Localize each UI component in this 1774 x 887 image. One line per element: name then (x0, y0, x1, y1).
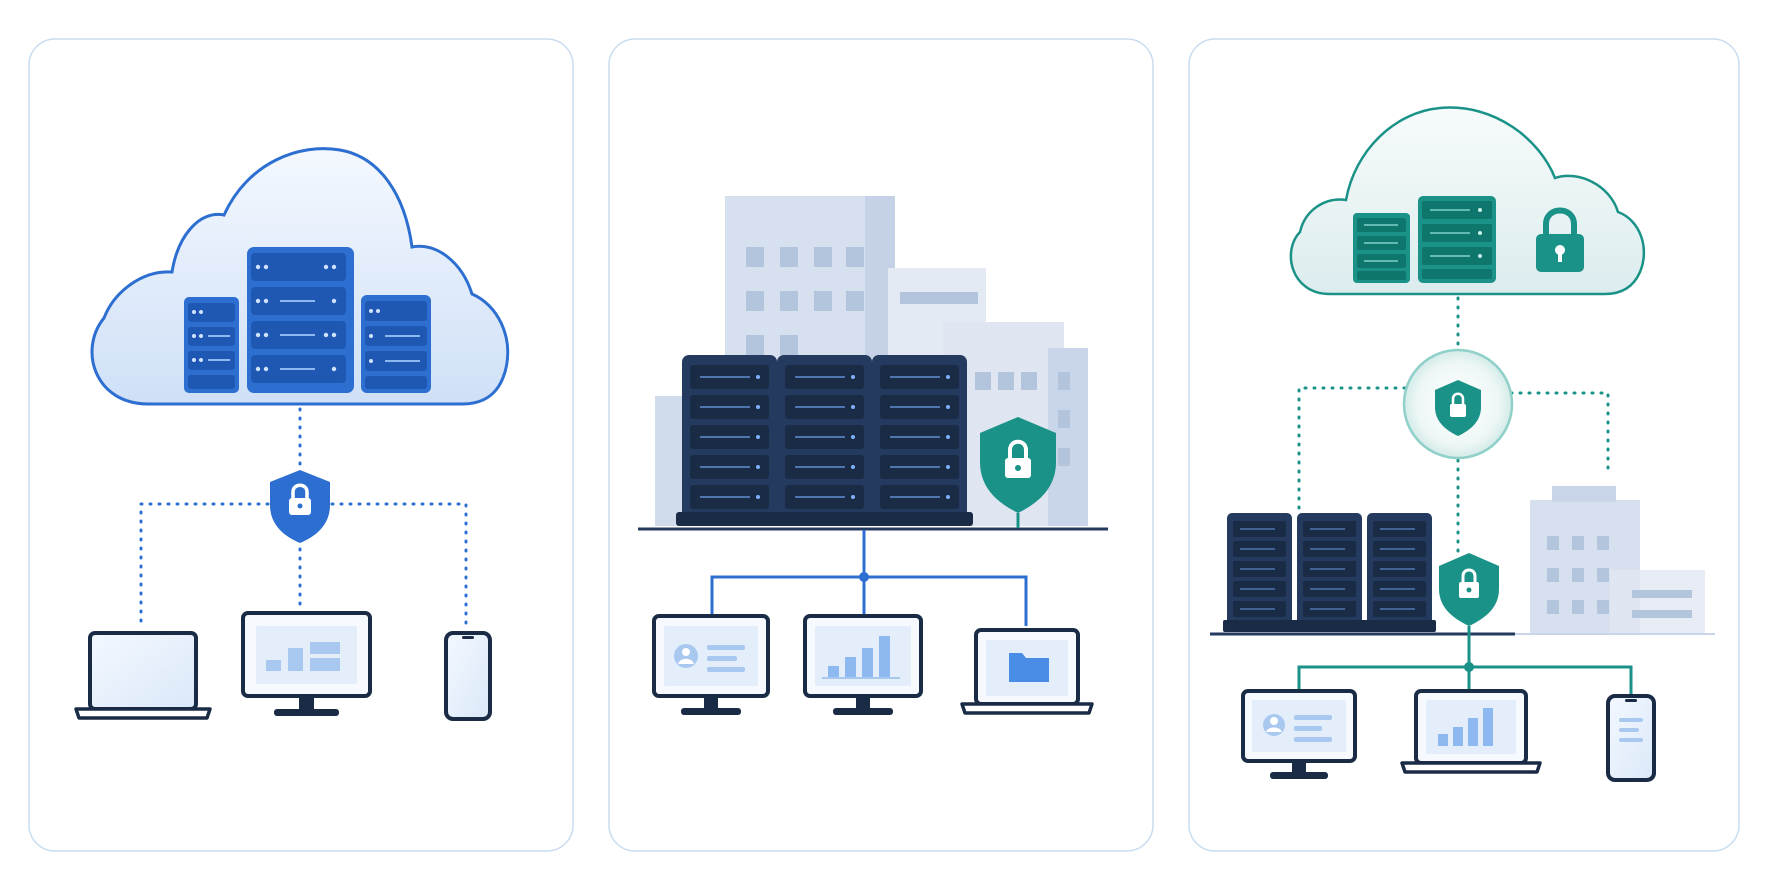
shield-lock-icon (1402, 348, 1514, 460)
server-rack-icon (771, 355, 878, 526)
server-rack-icon (1363, 513, 1436, 632)
server-rack-icon (676, 355, 783, 526)
connector-node (859, 572, 869, 582)
server-rack-icon (866, 355, 973, 526)
desktop-monitor-icon (803, 614, 923, 715)
folder-icon (1009, 653, 1049, 682)
server-rack-icon (1293, 513, 1366, 632)
desktop-monitor-icon (652, 614, 770, 715)
desktop-monitor-icon (1241, 689, 1357, 779)
server-rack-icon (1353, 213, 1410, 283)
server-rack-icon (1418, 196, 1496, 283)
cloud-panel-content (74, 147, 510, 721)
shield-lock-icon (980, 417, 1056, 528)
laptop-icon (960, 628, 1094, 715)
shield-lock-icon (1439, 553, 1499, 626)
server-rack-icon (247, 247, 354, 393)
connector-line (139, 502, 270, 626)
connector-line (1297, 386, 1407, 512)
connector-line (330, 502, 468, 626)
connector-line (1509, 391, 1610, 477)
connector-node (1464, 662, 1474, 672)
on-premises-panel-content (638, 196, 1108, 715)
shield-lock-icon (270, 470, 330, 543)
server-rack-icon (184, 297, 239, 393)
laptop-icon (74, 631, 212, 720)
smartphone-icon (1606, 694, 1656, 782)
server-rack-icon (1223, 513, 1296, 632)
office-building-icon (1530, 486, 1705, 634)
desktop-monitor-icon (241, 611, 372, 716)
server-rack-icon (361, 295, 431, 393)
smartphone-icon (444, 631, 492, 721)
hybrid-panel-content (1210, 106, 1715, 782)
laptop-icon (1400, 689, 1542, 774)
padlock-icon (1536, 207, 1584, 272)
